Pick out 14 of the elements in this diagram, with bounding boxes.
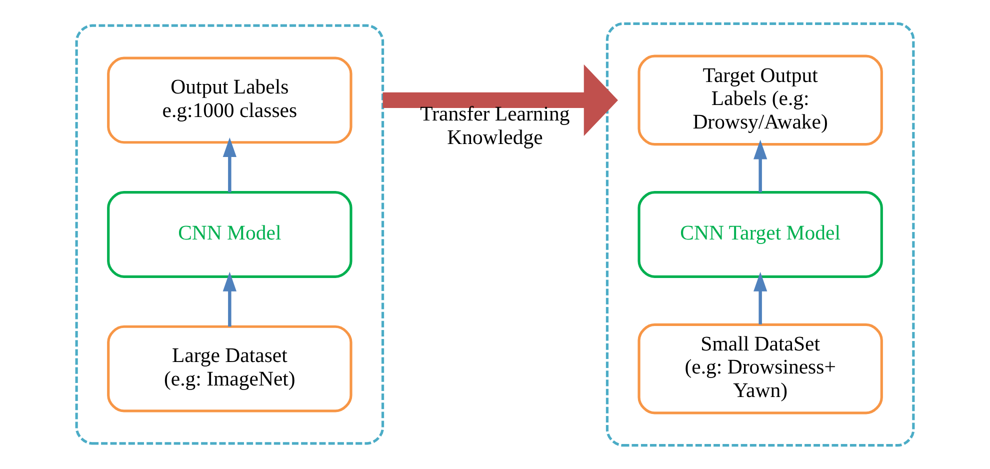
arrow <box>754 140 768 192</box>
node-box: Small DataSet (e.g: Drowsiness+ Yawn) <box>638 323 883 414</box>
edge-label: Transfer Learning Knowledge <box>420 104 570 150</box>
arrow <box>222 272 236 327</box>
node-box: CNN Model <box>107 191 352 278</box>
node-box: Large Dataset (e.g: ImageNet) <box>107 325 352 412</box>
cluster <box>606 22 915 447</box>
arrow <box>754 272 768 324</box>
cluster <box>75 24 384 445</box>
node-box: Target Output Labels (e.g: Drowsy/Awake) <box>638 54 883 146</box>
node-box: Output Labels e.g:1000 classes <box>107 56 352 144</box>
node-box: CNN Target Model <box>638 191 883 278</box>
arrow <box>222 138 236 192</box>
arrow <box>382 64 618 136</box>
